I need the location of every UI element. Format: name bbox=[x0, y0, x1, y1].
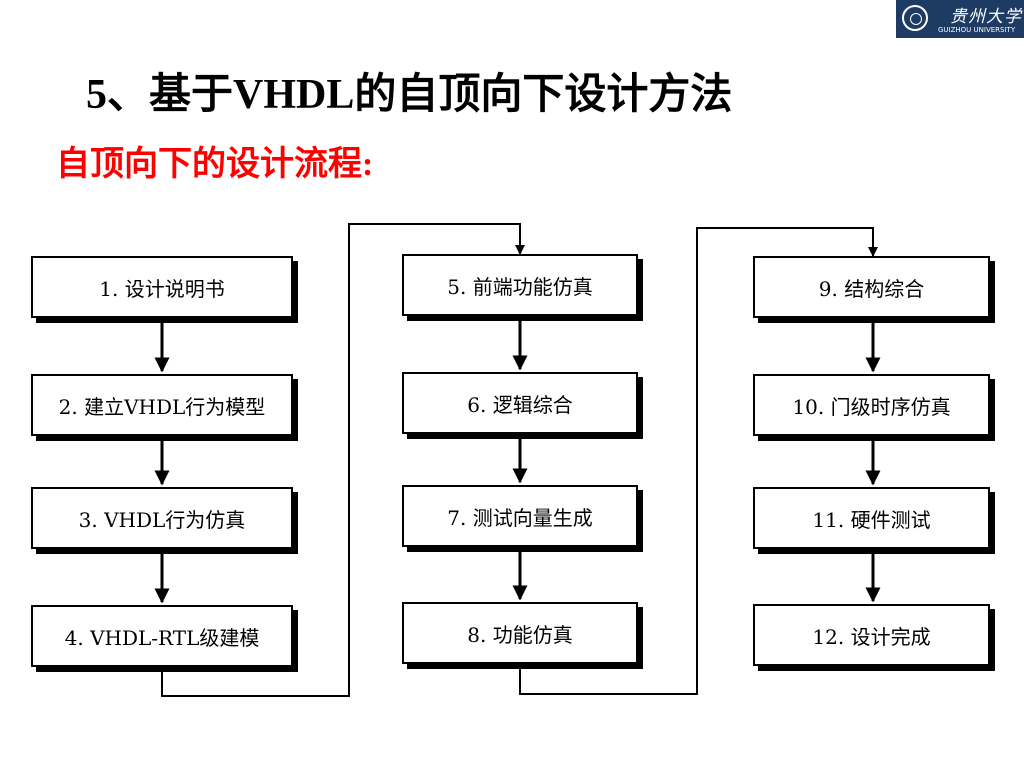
step-10-box: 10. 门级时序仿真 bbox=[753, 374, 990, 436]
university-seal-icon bbox=[902, 5, 928, 31]
step-8-box: 8. 功能仿真 bbox=[402, 602, 638, 664]
university-logo: 贵州大学 GUIZHOU UNIVERSITY bbox=[896, 0, 1024, 38]
step-5-box: 5. 前端功能仿真 bbox=[402, 254, 638, 316]
step-12-box: 12. 设计完成 bbox=[753, 604, 990, 666]
university-name-cn: 贵州大学 bbox=[950, 7, 1022, 27]
step-1-box: 1. 设计说明书 bbox=[31, 256, 293, 318]
step-3-box: 3. VHDL行为仿真 bbox=[31, 487, 293, 549]
step-6-box: 6. 逻辑综合 bbox=[402, 372, 638, 434]
step-2-box: 2. 建立VHDL行为模型 bbox=[31, 374, 293, 436]
step-9-box: 9. 结构综合 bbox=[753, 256, 990, 318]
university-name-en: GUIZHOU UNIVERSITY bbox=[938, 26, 1016, 34]
step-11-box: 11. 硬件测试 bbox=[753, 487, 990, 549]
step-4-box: 4. VHDL-RTL级建模 bbox=[31, 605, 293, 667]
slide-subtitle: 自顶向下的设计流程: bbox=[56, 146, 374, 183]
connector-4-5 bbox=[161, 223, 525, 697]
slide-title: 5、基于VHDL的自顶向下设计方法 bbox=[86, 72, 733, 118]
step-7-box: 7. 测试向量生成 bbox=[402, 485, 638, 547]
connector-8-9 bbox=[519, 227, 878, 695]
